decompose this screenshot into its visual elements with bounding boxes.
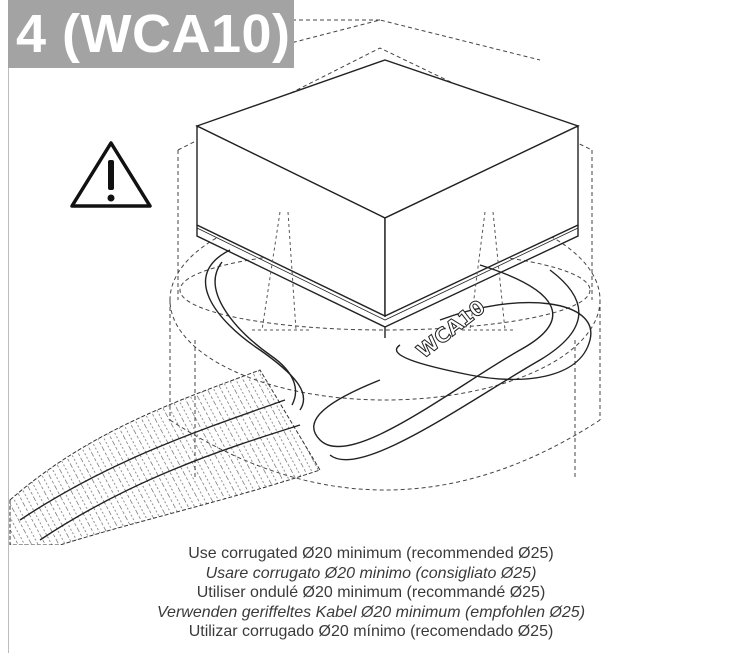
- warning-triangle-icon: [70, 141, 152, 208]
- caption-fr: Utiliser ondulé Ø20 minimum (recommandé …: [196, 584, 546, 602]
- corrugated-conduit: [9, 369, 321, 545]
- caption-es: Utilizar corrugado Ø20 mínimo (recomenda…: [188, 623, 554, 641]
- installation-diagram: WCA10: [9, 19, 601, 545]
- internal-supports: [252, 211, 515, 331]
- caption-it: Usare corrugato Ø20 minimo (consigliato …: [205, 564, 537, 582]
- caption-en: Use corrugated Ø20 minimum (recommended …: [188, 545, 554, 562]
- device-box: [195, 59, 580, 338]
- figure-title: 4 (WCA10): [8, 0, 294, 68]
- left-margin-rule: [8, 0, 9, 653]
- caption-de: Verwenden geriffeltes Kabel Ø20 minimum …: [156, 603, 586, 621]
- cable-loop: [205, 249, 592, 461]
- caption-block: Use corrugated Ø20 minimum (recommended …: [0, 544, 742, 642]
